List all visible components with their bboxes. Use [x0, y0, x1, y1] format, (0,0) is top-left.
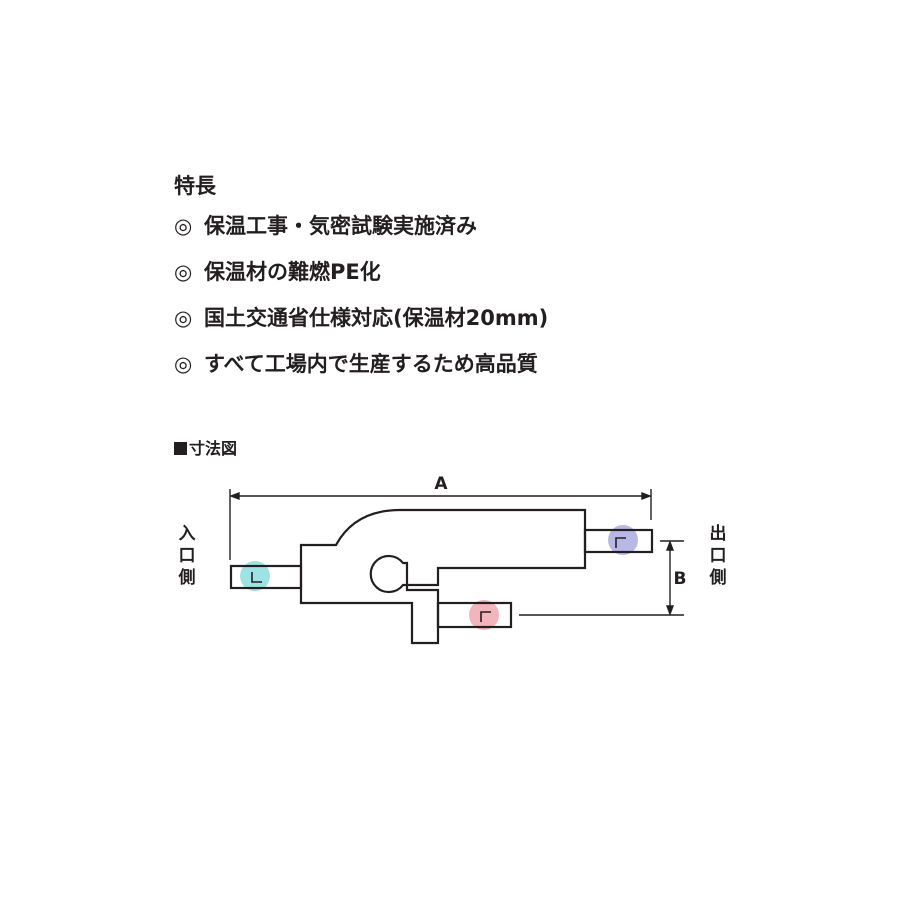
- double-circle-icon: ◎: [174, 214, 193, 238]
- feature-text: すべて工場内で生産するため高品質: [204, 352, 538, 376]
- inlet-side-label: 入 口 側: [178, 524, 196, 588]
- features-title: 特長: [174, 174, 216, 198]
- double-circle-icon: ◎: [174, 260, 193, 284]
- feature-text: 国土交通省仕様対応(保温材20mm): [204, 306, 549, 330]
- inlet-stub: [229, 564, 303, 590]
- outlet-lower-stub: [436, 601, 513, 629]
- dim-a-arrow-left: [229, 491, 240, 501]
- dim-b-arrow-top: [665, 540, 675, 551]
- outlet-upper-end-mark: [615, 537, 626, 548]
- outlet-side-label: 出 口 側: [709, 524, 727, 588]
- outlet-lower-end-mark: [480, 611, 491, 622]
- pipe-body-outline: [299, 508, 587, 645]
- outlet-lower-marker: [469, 600, 499, 630]
- feature-item: ◎ 保温材の難燃PE化: [174, 258, 548, 286]
- dim-a-label: A: [434, 474, 448, 494]
- feature-text: 保温材の難燃PE化: [204, 260, 381, 284]
- feature-text: 保温工事・気密試験実施済み: [204, 214, 477, 238]
- double-circle-icon: ◎: [174, 352, 193, 376]
- inlet-marker: [240, 561, 270, 591]
- inlet-end-mark: [251, 572, 262, 583]
- dimension-heading: 寸法図: [174, 438, 237, 460]
- features-section: 特長 ◎ 保温工事・気密試験実施済み ◎ 保温材の難燃PE化 ◎ 国土交通省仕様対応(…: [174, 172, 548, 396]
- dim-b-label: B: [674, 569, 687, 589]
- double-circle-icon: ◎: [174, 306, 193, 330]
- feature-item: ◎ 保温工事・気密試験実施済み: [174, 212, 548, 240]
- feature-item: ◎ 国土交通省仕様対応(保温材20mm): [174, 304, 548, 332]
- feature-item: ◎ すべて工場内で生産するため高品質: [174, 350, 548, 378]
- outlet-upper-stub: [583, 528, 654, 554]
- dimension-heading-text: 寸法図: [189, 439, 238, 458]
- dim-b-arrow-bottom: [665, 605, 675, 616]
- dim-a-arrow-right: [641, 491, 652, 501]
- square-bullet-icon: [174, 442, 187, 455]
